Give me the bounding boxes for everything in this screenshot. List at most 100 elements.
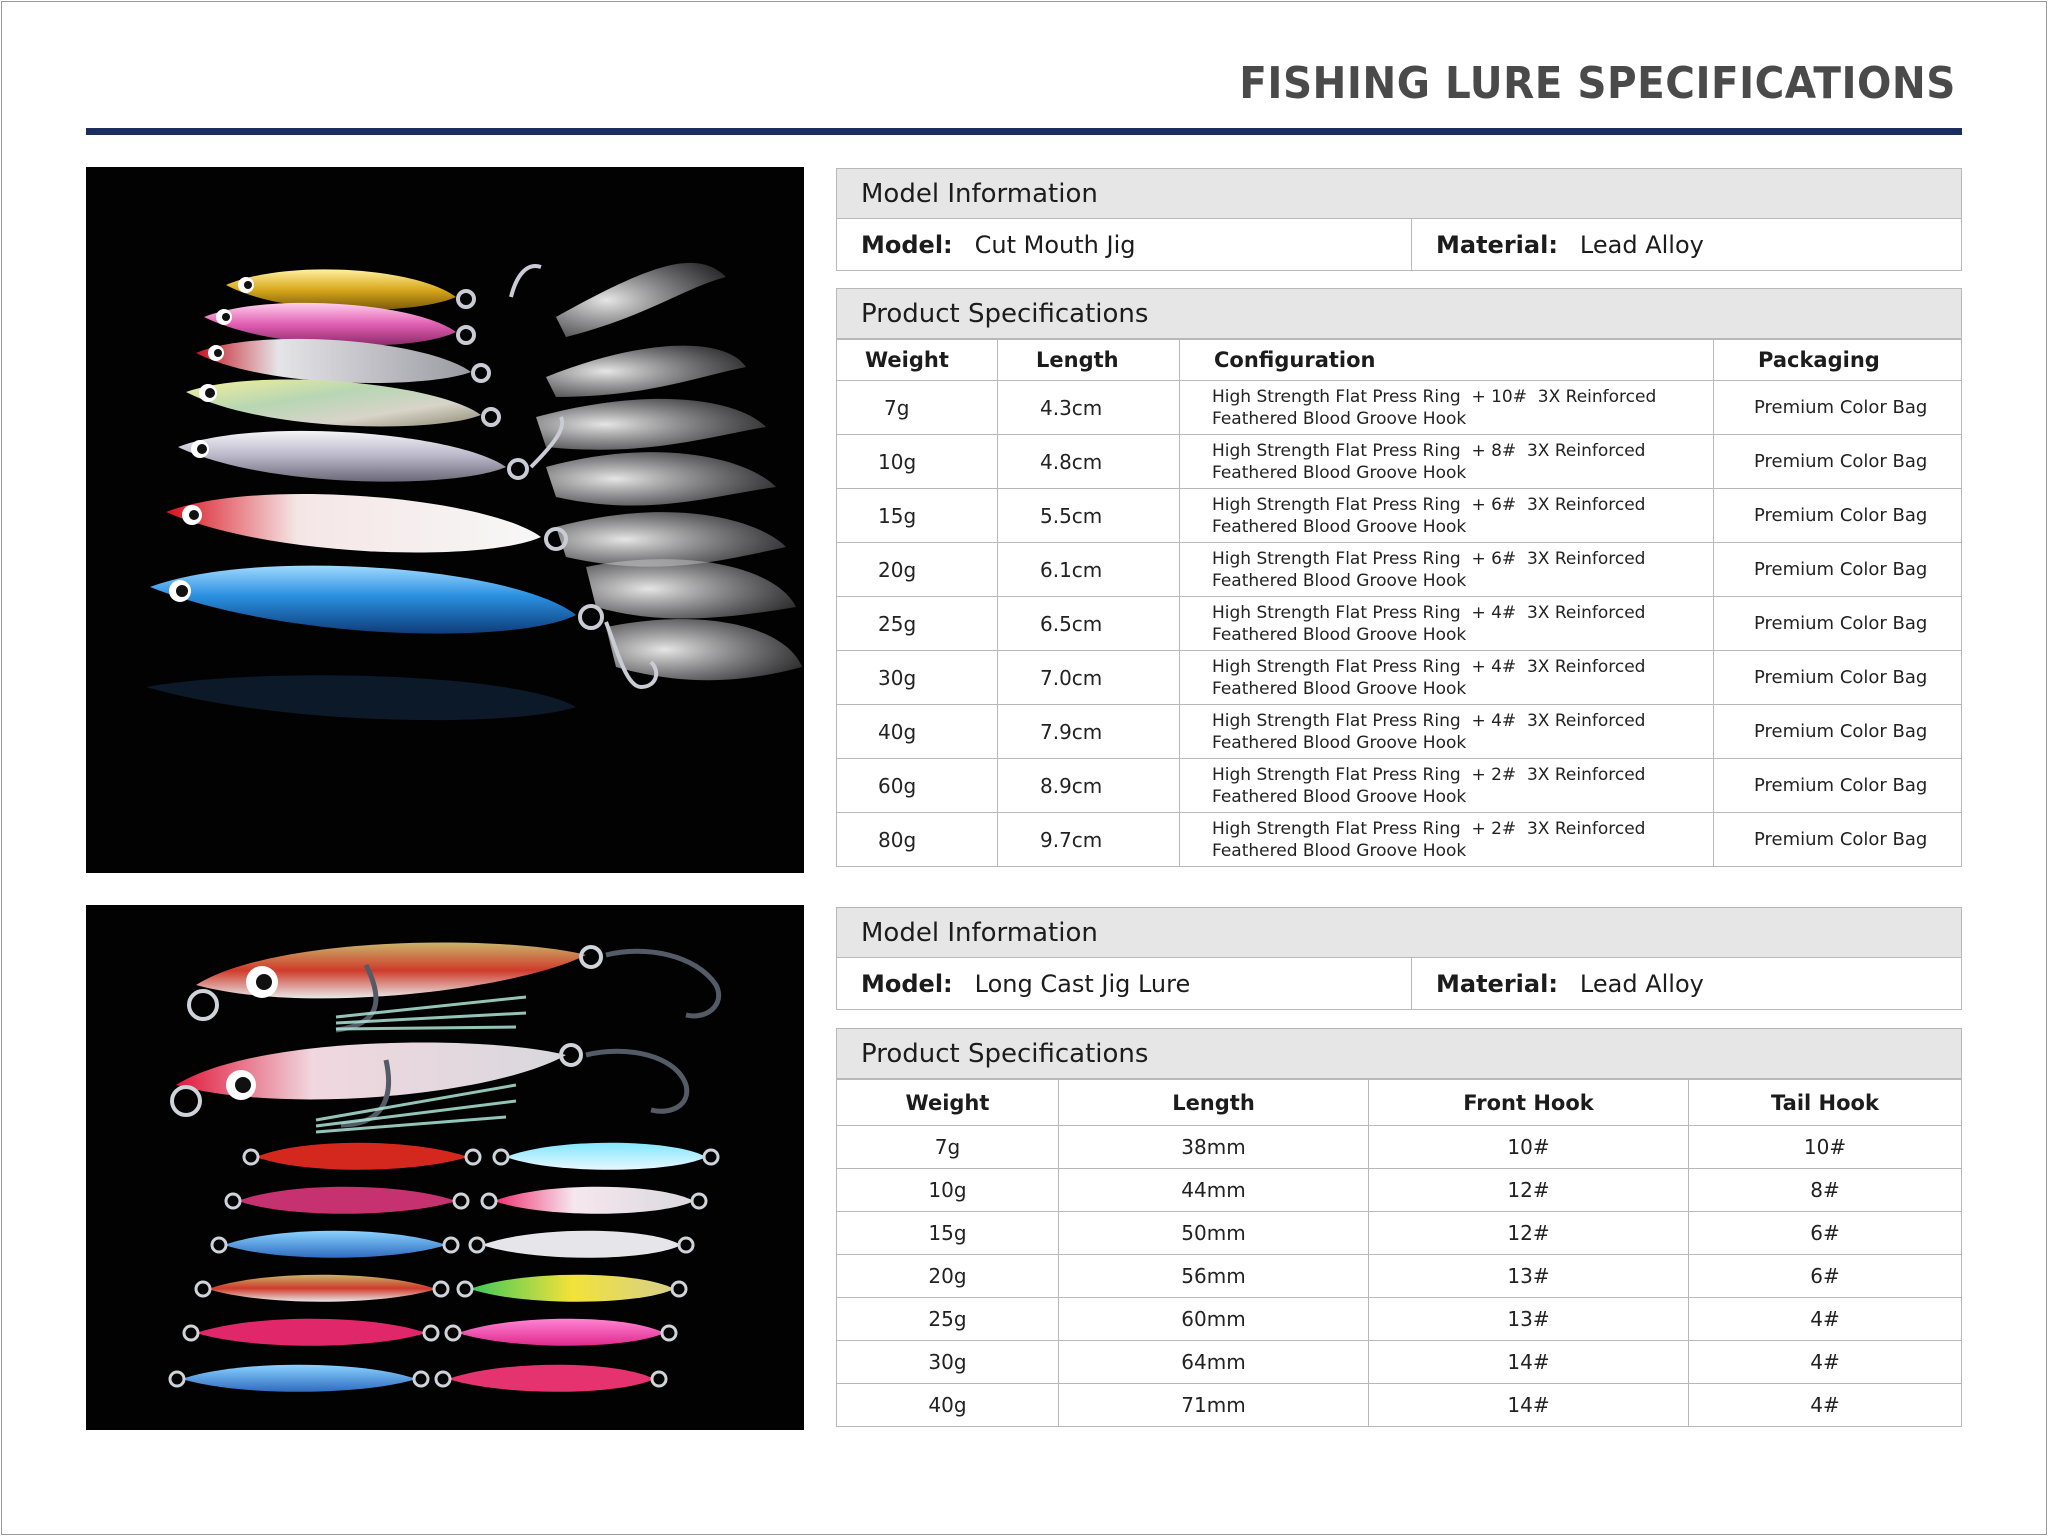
packaging-cell: Premium Color Bag [1713, 596, 1962, 651]
length-cell: 44mm [1058, 1168, 1369, 1212]
table-row: 10g 4.8cm High Strength Flat Press Ring … [836, 434, 1962, 489]
model-info-heading: Model Information [836, 907, 1962, 958]
tail-hook-cell: 8# [1688, 1168, 1962, 1212]
configuration-line-2: Feathered Blood Groove Hook [1212, 678, 1467, 699]
table-row: 40g 7.9cm High Strength Flat Press Ring … [836, 704, 1962, 759]
configuration-cell: High Strength Flat Press Ring + 6# 3X Re… [1179, 488, 1714, 543]
configuration-line-1: High Strength Flat Press Ring + 4# 3X Re… [1212, 602, 1646, 623]
weight-cell: 25g [836, 596, 998, 651]
model-value: Long Cast Jig Lure [974, 969, 1191, 998]
table-row: 15g 5.5cm High Strength Flat Press Ring … [836, 488, 1962, 543]
weight-cell: 40g [836, 1383, 1059, 1427]
weight-cell: 20g [836, 1254, 1059, 1298]
table-header-row: Weight Length Front Hook Tail Hook [836, 1079, 1962, 1126]
column-header: Tail Hook [1688, 1079, 1962, 1126]
length-cell: 64mm [1058, 1340, 1369, 1384]
weight-cell: 30g [836, 1340, 1059, 1384]
packaging-cell: Premium Color Bag [1713, 542, 1962, 597]
configuration-line-1: High Strength Flat Press Ring + 4# 3X Re… [1212, 710, 1646, 731]
column-header: Front Hook [1368, 1079, 1689, 1126]
configuration-line-2: Feathered Blood Groove Hook [1212, 516, 1467, 537]
table-row: 10g 44mm 12# 8# [836, 1168, 1962, 1212]
length-cell: 9.7cm [997, 812, 1180, 867]
weight-cell: 30g [836, 650, 998, 705]
table-row: 25g 6.5cm High Strength Flat Press Ring … [836, 596, 1962, 651]
model-row: Model: Long Cast Jig Lure Material: Lead… [836, 958, 1962, 1010]
model-label: Model: [861, 969, 953, 998]
table-row: 30g 7.0cm High Strength Flat Press Ring … [836, 650, 1962, 705]
page-title: FISHING LURE SPECIFICATIONS [1239, 58, 1956, 109]
length-cell: 7.0cm [997, 650, 1180, 705]
configuration-line-1: High Strength Flat Press Ring + 2# 3X Re… [1212, 764, 1646, 785]
tail-hook-cell: 4# [1688, 1340, 1962, 1384]
product-specifications-heading: Product Specifications [836, 1028, 1962, 1079]
title-rule [86, 128, 1962, 135]
tail-hook-cell: 6# [1688, 1254, 1962, 1298]
column-header: Weight [836, 339, 998, 381]
material-label: Material: [1436, 230, 1558, 259]
configuration-line-1: High Strength Flat Press Ring + 4# 3X Re… [1212, 656, 1646, 677]
configuration-cell: High Strength Flat Press Ring + 4# 3X Re… [1179, 704, 1714, 759]
product-2-model-info: Model Information Model: Long Cast Jig L… [836, 907, 1962, 1010]
model-label: Model: [861, 230, 953, 259]
table-row: 25g 60mm 13# 4# [836, 1297, 1962, 1341]
table-row: 20g 6.1cm High Strength Flat Press Ring … [836, 542, 1962, 597]
length-cell: 5.5cm [997, 488, 1180, 543]
packaging-cell: Premium Color Bag [1713, 434, 1962, 489]
weight-cell: 20g [836, 542, 998, 597]
model-value: Cut Mouth Jig [974, 230, 1136, 259]
product-2-specifications: Product Specifications Weight Length Fro… [836, 1028, 1962, 1427]
configuration-line-1: High Strength Flat Press Ring + 2# 3X Re… [1212, 818, 1646, 839]
packaging-cell: Premium Color Bag [1713, 488, 1962, 543]
weight-cell: 15g [836, 1211, 1059, 1255]
packaging-cell: Premium Color Bag [1713, 650, 1962, 705]
product-specifications-heading: Product Specifications [836, 288, 1962, 339]
length-cell: 4.3cm [997, 380, 1180, 435]
packaging-cell: Premium Color Bag [1713, 758, 1962, 813]
length-cell: 6.1cm [997, 542, 1180, 597]
material-value: Lead Alloy [1579, 969, 1704, 998]
configuration-cell: High Strength Flat Press Ring + 4# 3X Re… [1179, 650, 1714, 705]
tail-hook-cell: 10# [1688, 1125, 1962, 1169]
weight-cell: 15g [836, 488, 998, 543]
packaging-cell: Premium Color Bag [1713, 812, 1962, 867]
packaging-cell: Premium Color Bag [1713, 380, 1962, 435]
weight-cell: 7g [836, 380, 998, 435]
configuration-line-2: Feathered Blood Groove Hook [1212, 570, 1467, 591]
table-header-row: Weight Length Configuration Packaging [836, 339, 1962, 381]
weight-cell: 80g [836, 812, 998, 867]
column-header: Packaging [1713, 339, 1962, 381]
long-cast-jig-photo [86, 905, 804, 1430]
weight-cell: 25g [836, 1297, 1059, 1341]
length-cell: 38mm [1058, 1125, 1369, 1169]
spec-table: Weight Length Front Hook Tail Hook 7g 38… [836, 1079, 1962, 1427]
length-cell: 71mm [1058, 1383, 1369, 1427]
model-row: Model: Cut Mouth Jig Material: Lead Allo… [836, 219, 1962, 271]
product-1-model-info: Model Information Model: Cut Mouth Jig M… [836, 168, 1962, 271]
length-cell: 8.9cm [997, 758, 1180, 813]
tail-hook-cell: 6# [1688, 1211, 1962, 1255]
configuration-line-2: Feathered Blood Groove Hook [1212, 840, 1467, 861]
table-row: 40g 71mm 14# 4# [836, 1383, 1962, 1427]
configuration-cell: High Strength Flat Press Ring + 2# 3X Re… [1179, 812, 1714, 867]
length-cell: 7.9cm [997, 704, 1180, 759]
weight-cell: 60g [836, 758, 998, 813]
material-label: Material: [1436, 969, 1558, 998]
packaging-cell: Premium Color Bag [1713, 704, 1962, 759]
length-cell: 6.5cm [997, 596, 1180, 651]
table-row: 7g 38mm 10# 10# [836, 1125, 1962, 1169]
configuration-line-1: High Strength Flat Press Ring + 8# 3X Re… [1212, 440, 1646, 461]
configuration-line-1: High Strength Flat Press Ring + 6# 3X Re… [1212, 548, 1646, 569]
length-cell: 56mm [1058, 1254, 1369, 1298]
material-cell: Material: Lead Alloy [1412, 958, 1704, 1009]
configuration-line-2: Feathered Blood Groove Hook [1212, 408, 1467, 429]
length-cell: 50mm [1058, 1211, 1369, 1255]
front-hook-cell: 14# [1368, 1340, 1689, 1384]
front-hook-cell: 12# [1368, 1211, 1689, 1255]
column-header: Configuration [1179, 339, 1714, 381]
material-value: Lead Alloy [1579, 230, 1704, 259]
column-header: Weight [836, 1079, 1059, 1126]
front-hook-cell: 14# [1368, 1383, 1689, 1427]
weight-cell: 7g [836, 1125, 1059, 1169]
